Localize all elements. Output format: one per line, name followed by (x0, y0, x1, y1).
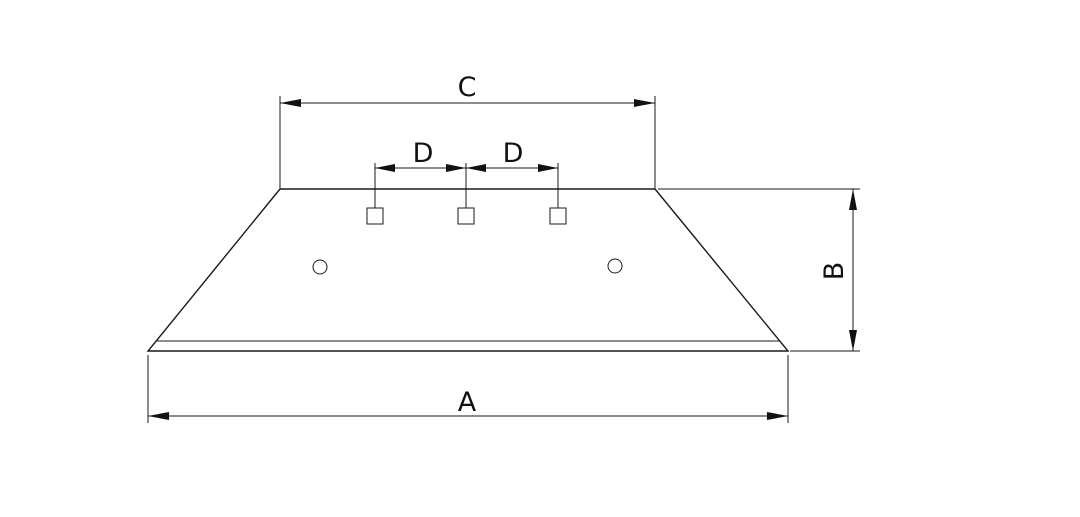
dimension-a-label: A (458, 387, 477, 418)
dimension-b-label: B (819, 262, 850, 281)
dimension-c-label: C (458, 72, 477, 103)
square-holes (366, 207, 567, 225)
round-holes (312, 258, 623, 275)
square-hole-left (366, 207, 384, 225)
dimension-d-right-label: D (503, 138, 524, 169)
dimension-a: A (147, 355, 789, 423)
square-hole-right (549, 207, 567, 225)
blade-outline (146, 188, 790, 352)
dimension-d-left-label: D (413, 138, 434, 169)
dimension-d: D D (374, 138, 559, 208)
round-hole-left (312, 259, 328, 275)
round-hole-right (607, 258, 623, 274)
dimension-b: B (658, 188, 860, 352)
square-hole-center (457, 207, 475, 225)
dimension-c: C (279, 72, 656, 189)
